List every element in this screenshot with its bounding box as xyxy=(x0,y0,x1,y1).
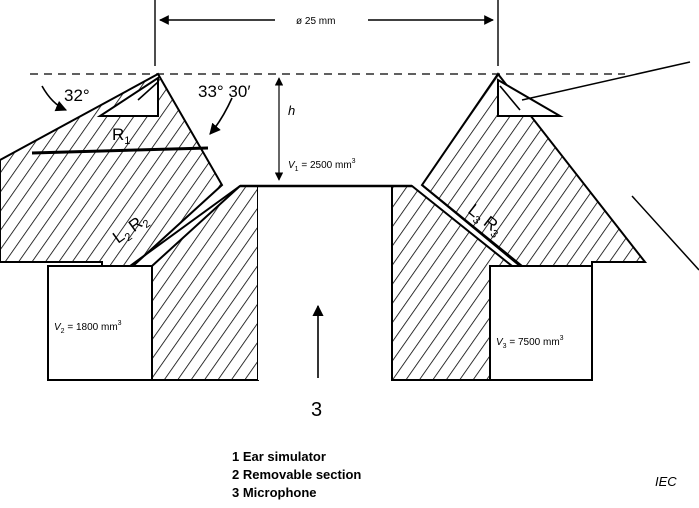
legend: 1 Ear simulator 2 Removable section 3 Mi… xyxy=(232,449,361,500)
v1-label: V1 = 2500 mm3 xyxy=(288,158,356,173)
microphone-cavity xyxy=(258,186,392,380)
v2-label: V2 = 1800 mm3 xyxy=(54,320,122,335)
leader-line-1 xyxy=(521,61,691,101)
angle-right-label: 33° 30′ xyxy=(198,82,251,101)
left-wedge xyxy=(0,72,224,267)
height-label: h xyxy=(288,103,295,118)
legend-item: 2 Removable section xyxy=(232,467,361,482)
right-angle-arrow xyxy=(209,97,233,135)
cavity-v3 xyxy=(489,265,593,381)
microphone-marker: 3 xyxy=(311,399,322,421)
legend-item: 3 Microphone xyxy=(232,485,317,500)
diameter-label: ø 25 mm xyxy=(296,16,335,27)
cavity-v2 xyxy=(47,265,153,381)
source-label: IEC xyxy=(655,474,677,489)
leader-line-2 xyxy=(631,195,699,271)
angle-left-label: 32° xyxy=(64,86,90,105)
diameter-dimension xyxy=(154,0,499,66)
legend-item: 1 Ear simulator xyxy=(232,449,326,464)
r1-label: R1 xyxy=(112,125,130,147)
v3-label: V3 = 7500 mm3 xyxy=(496,335,564,350)
left-angle-arrow xyxy=(41,85,68,112)
